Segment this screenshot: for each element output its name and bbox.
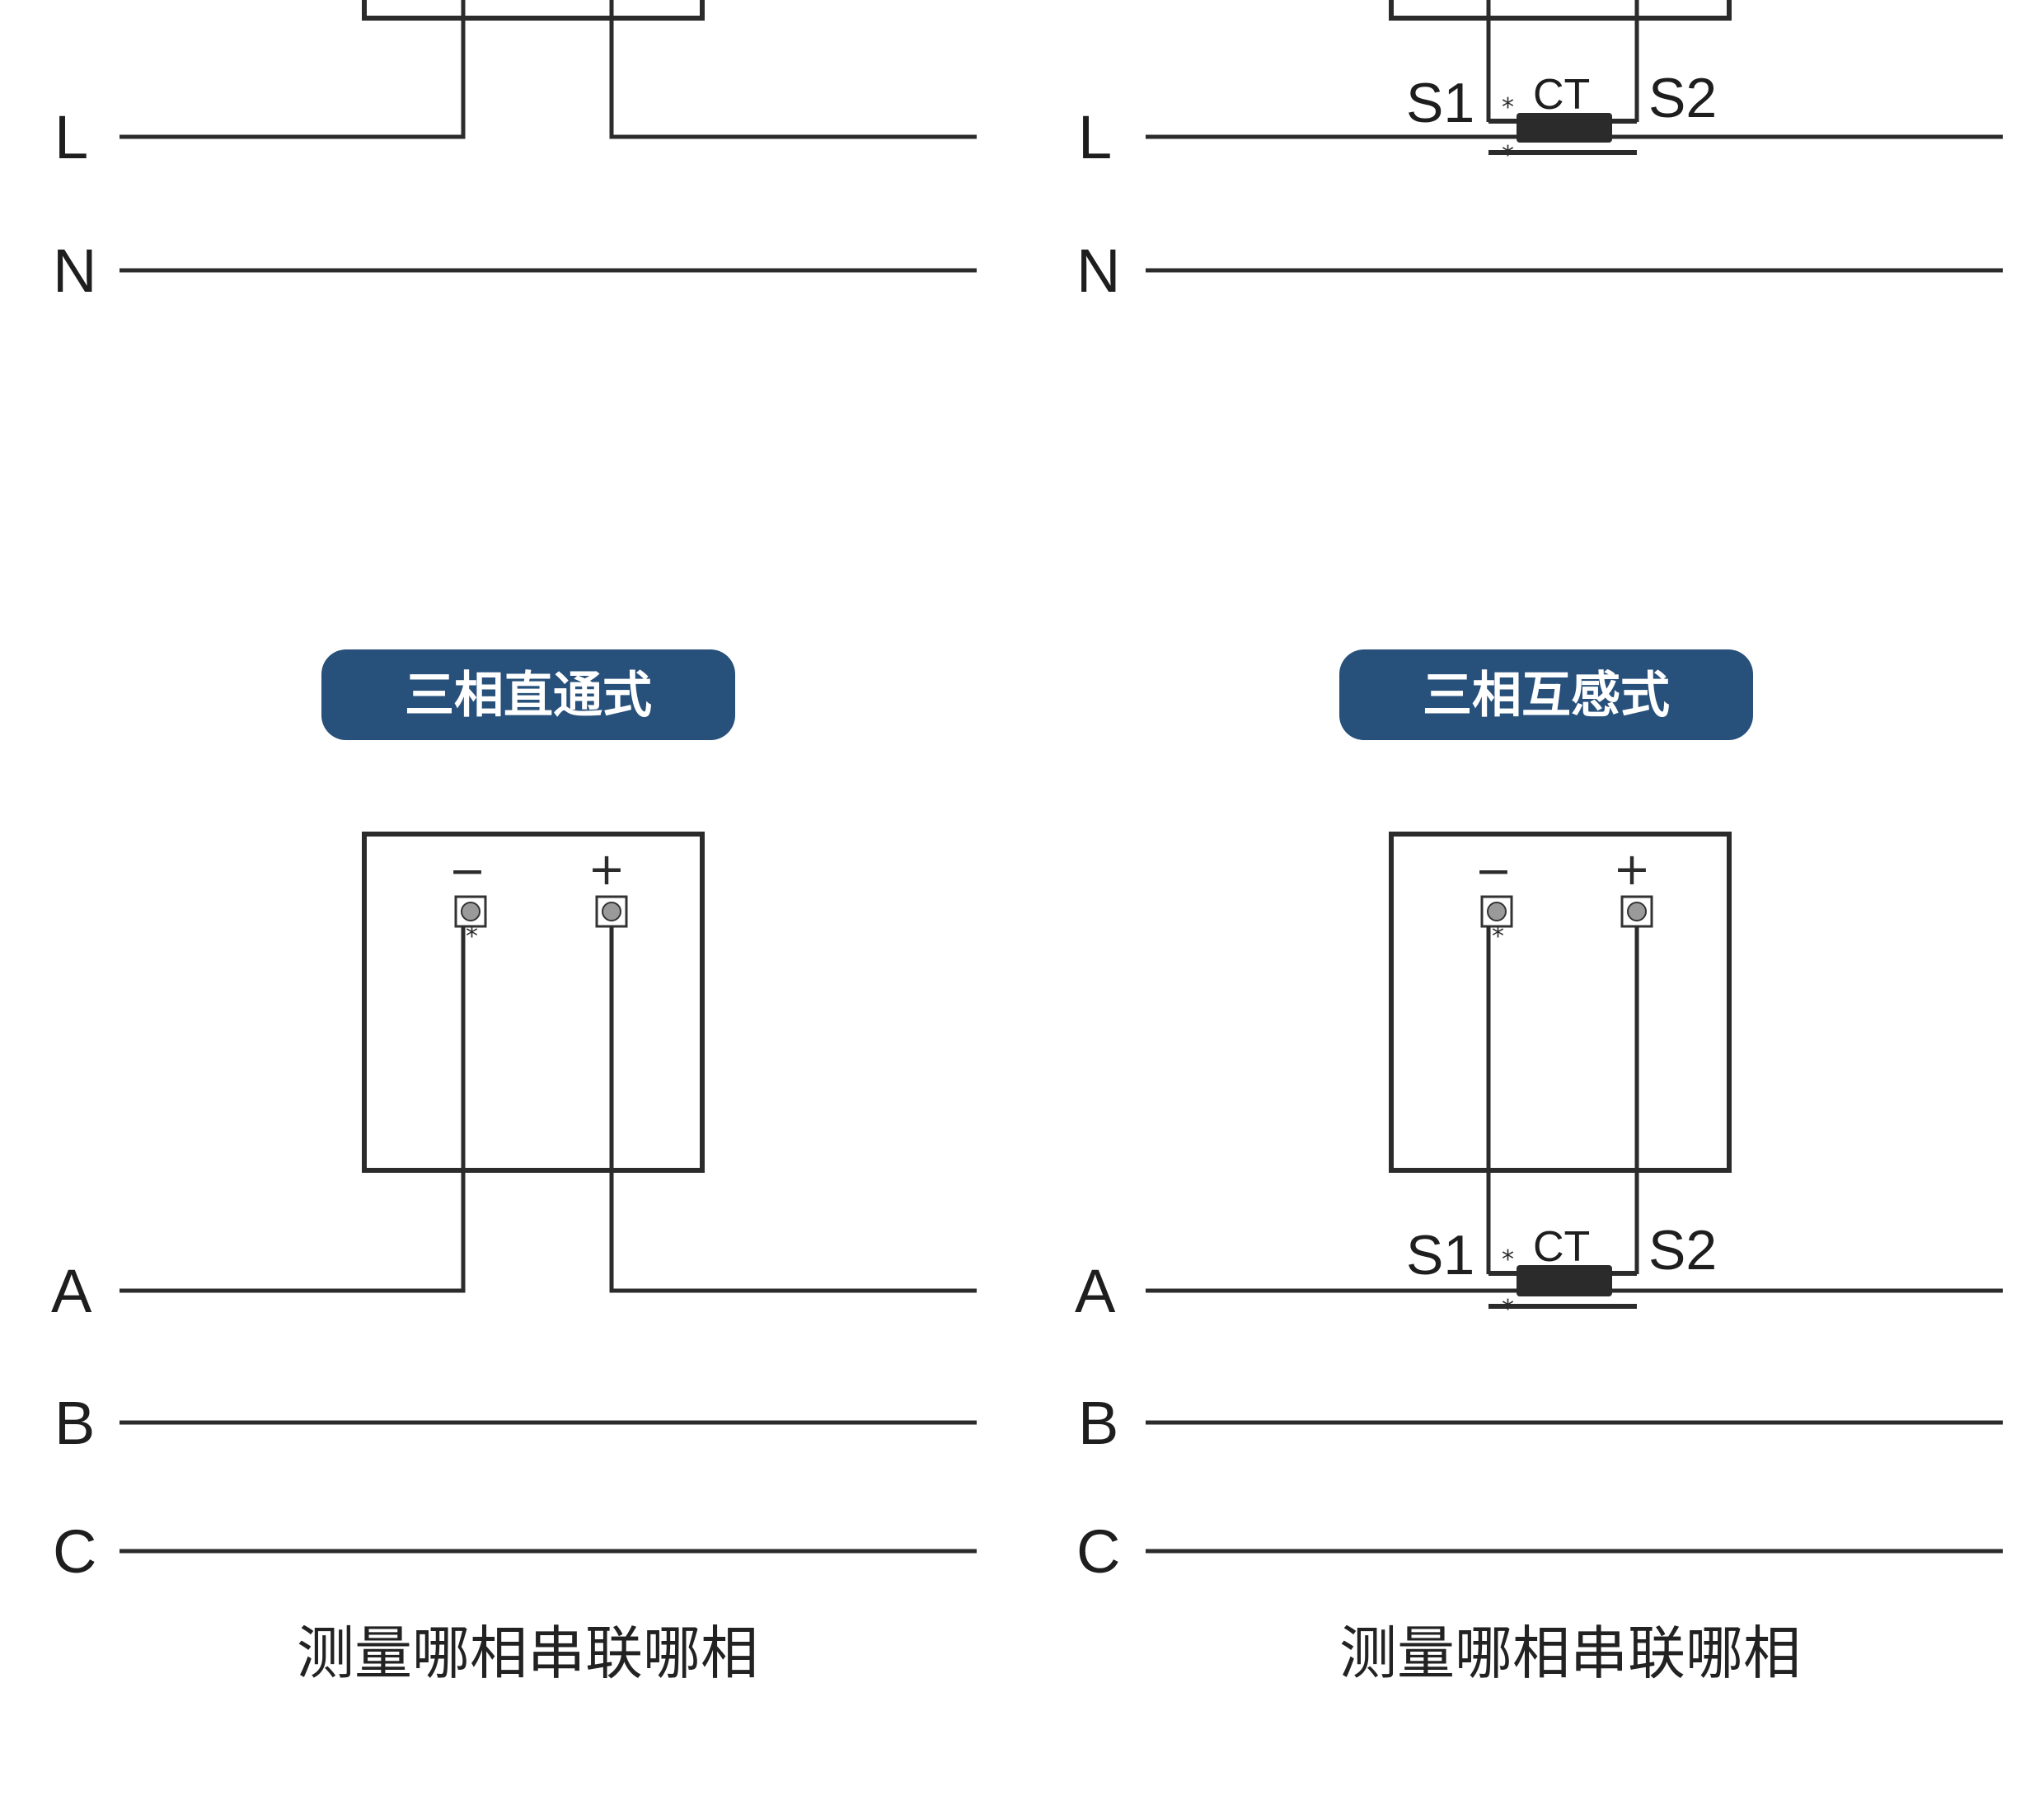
star-icon: * bbox=[1502, 1245, 1514, 1274]
meter-box bbox=[362, 832, 705, 1173]
line-label-a: A bbox=[51, 1257, 92, 1325]
s2-label: S2 bbox=[1648, 1219, 1717, 1282]
s2-label: S2 bbox=[1648, 67, 1717, 129]
single-phase-direct-panel: L N bbox=[53, 0, 977, 305]
ct-label: CT bbox=[1533, 1223, 1590, 1271]
line-label-n: N bbox=[53, 237, 96, 305]
minus-label: − bbox=[448, 845, 485, 897]
current-transformer: * * bbox=[1488, 93, 1637, 170]
line-label-a: A bbox=[1075, 1257, 1116, 1325]
terminal-screw-icon bbox=[1480, 895, 1513, 928]
star-icon: * bbox=[1502, 141, 1514, 170]
minus-label: − bbox=[1474, 845, 1512, 897]
line-label-b: B bbox=[54, 1389, 95, 1457]
line-label-l: L bbox=[1078, 103, 1112, 171]
star-icon: * bbox=[466, 922, 478, 951]
s1-label: S1 bbox=[1406, 1224, 1474, 1287]
star-icon: * bbox=[1502, 93, 1514, 122]
meter-wire-minus bbox=[120, 926, 466, 1293]
meter-wire-plus bbox=[609, 0, 977, 139]
s1-label: S1 bbox=[1406, 72, 1474, 134]
panel-title: 三相直通式 bbox=[405, 667, 652, 724]
line-label-l: L bbox=[54, 103, 88, 171]
line-label-n: N bbox=[1076, 237, 1120, 305]
single-phase-ct-panel: * * CT S1 S2 L N bbox=[1076, 0, 2003, 305]
terminal-screw-icon bbox=[595, 895, 628, 928]
ct-label: CT bbox=[1533, 71, 1590, 119]
panel-note: 测量哪相串联哪相 bbox=[1339, 1620, 1801, 1687]
terminal-screw-icon bbox=[454, 895, 487, 928]
meter-box-partial bbox=[362, 0, 705, 21]
line-label-b: B bbox=[1078, 1389, 1118, 1457]
panel-title: 三相互感式 bbox=[1423, 667, 1670, 724]
panel-caption: 三相直通式 bbox=[321, 649, 735, 740]
panel-caption: 三相互感式 bbox=[1339, 649, 1753, 740]
star-icon: * bbox=[1492, 922, 1504, 951]
terminal-screw-icon bbox=[1620, 895, 1653, 928]
plus-label: + bbox=[588, 843, 625, 895]
plus-label: + bbox=[1613, 843, 1650, 895]
meter-wire-minus bbox=[120, 0, 466, 139]
current-transformer: * * bbox=[1488, 1245, 1637, 1324]
line-label-c: C bbox=[1076, 1517, 1120, 1586]
meter-wire-plus bbox=[609, 926, 977, 1293]
star-icon: * bbox=[1502, 1295, 1514, 1324]
three-phase-direct-panel: 三相直通式 − + * A B C 测量哪相串联哪相 bbox=[51, 649, 977, 1687]
three-phase-ct-panel: 三相互感式 − + * * * CT S1 S2 A B C bbox=[1075, 649, 2003, 1687]
meter-box bbox=[1389, 832, 1732, 1173]
meter-box-partial bbox=[1389, 0, 1732, 21]
panel-note: 测量哪相串联哪相 bbox=[297, 1620, 758, 1687]
line-label-c: C bbox=[53, 1517, 96, 1586]
